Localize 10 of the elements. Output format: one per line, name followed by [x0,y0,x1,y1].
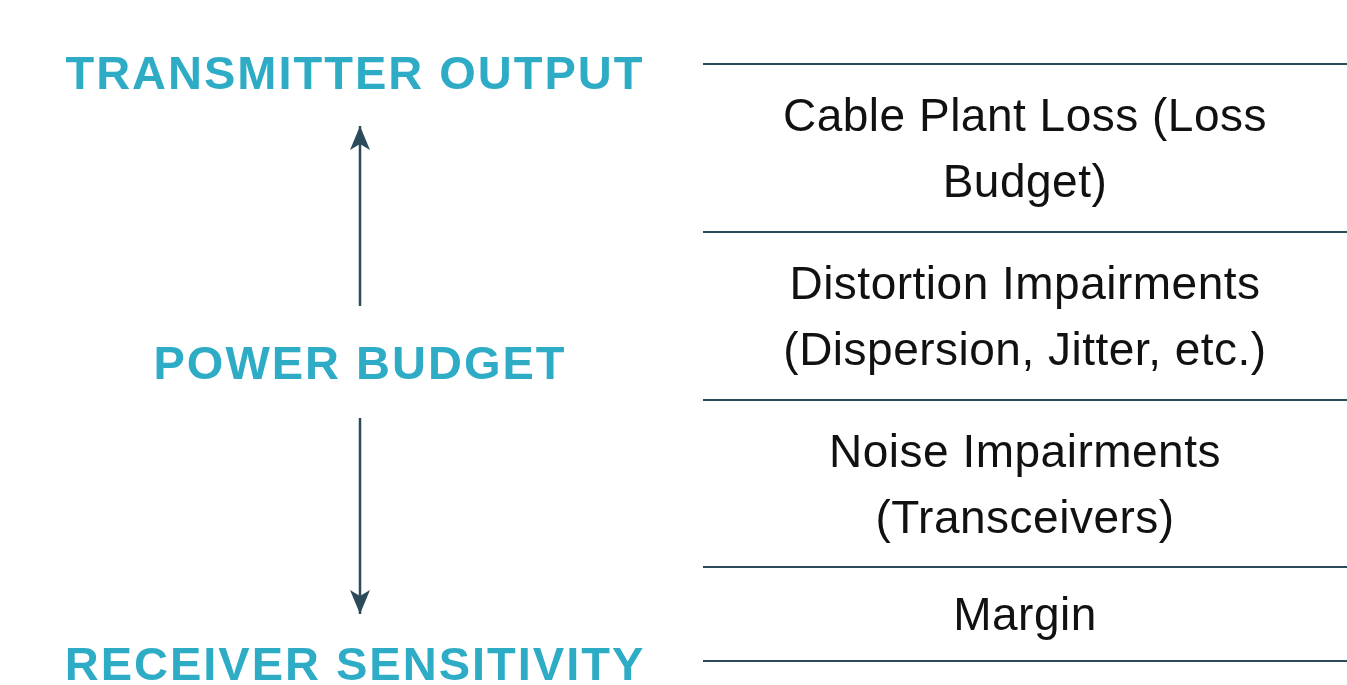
band-text: Distortion Impairments (Dispersion, Jitter, etc.) [782,256,1268,377]
band-text: Margin [953,587,1097,642]
heading-label: RECEIVER SENSITIVITY [64,635,646,685]
heading-label: POWER BUDGET [153,334,567,390]
band-text: Noise Impairments (Transceivers) [828,423,1222,545]
stack-band [703,566,1347,662]
heading-label: TRANSMITTER OUTPUT [65,44,645,100]
arrow [350,126,370,306]
arrow [350,418,370,614]
band-text: Cable Plant Loss (Loss Budget) [782,88,1268,209]
